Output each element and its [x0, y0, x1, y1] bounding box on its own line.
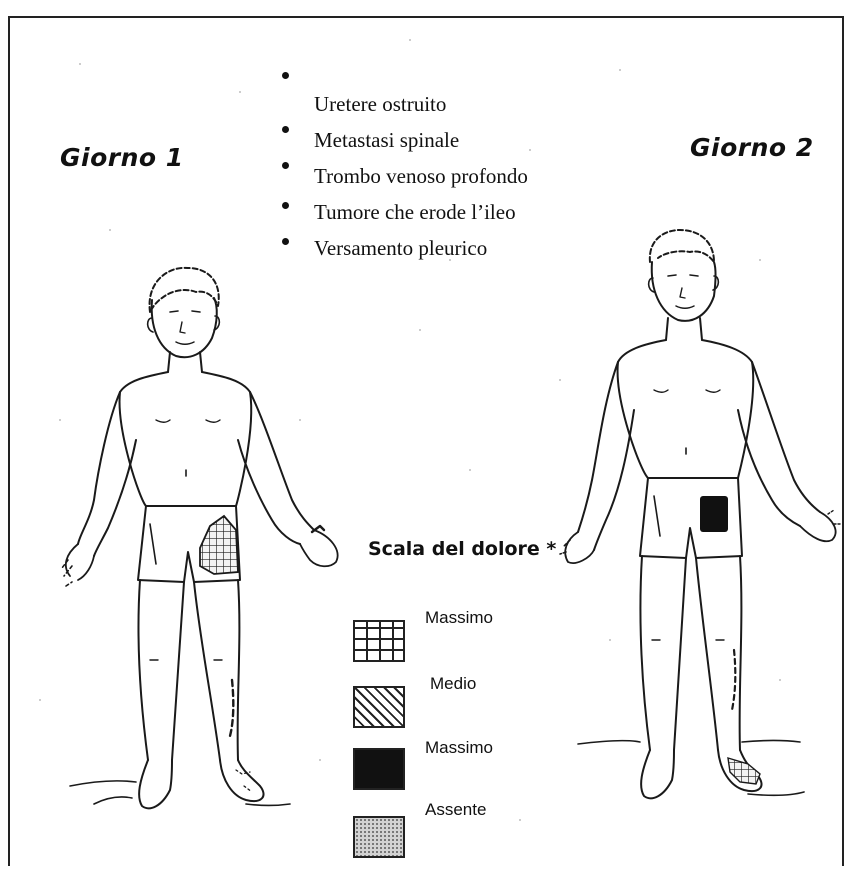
- bullet-icon: [282, 162, 289, 169]
- diagnosis-text: Trombo venoso profondo: [314, 164, 528, 189]
- legend-swatch-dotted: [353, 816, 405, 858]
- legend-swatch-solid: [353, 748, 405, 790]
- day2-label: Giorno 2: [690, 133, 814, 162]
- pain-scale-title: Scala del dolore *: [368, 538, 556, 560]
- legend-swatch-grid: [353, 620, 405, 662]
- figure-day1: [62, 268, 338, 808]
- bullet-icon: [282, 202, 289, 209]
- pain-area-day2-foot: [728, 758, 760, 784]
- day1-label: Giorno 1: [60, 143, 184, 172]
- diagnosis-text: Tumore che erode l’ileo: [314, 200, 516, 225]
- legend-label-medio: Medio: [430, 674, 476, 694]
- pain-area-day2-solid: [700, 496, 728, 532]
- legend-swatch-hatch: [353, 686, 405, 728]
- legend-label-massimo-solid: Massimo: [425, 738, 493, 758]
- diagnosis-text: Uretere ostruito: [314, 92, 446, 117]
- diagnosis-text: Versamento pleurico: [314, 236, 487, 261]
- bullet-icon: [282, 126, 289, 133]
- bullet-icon: [282, 72, 289, 79]
- legend-label-assente: Assente: [425, 800, 486, 820]
- bullet-icon: [282, 238, 289, 245]
- legend-label-massimo-grid: Massimo: [425, 608, 493, 628]
- pain-area-day1: [200, 516, 238, 574]
- diagnosis-text: Metastasi spinale: [314, 128, 459, 153]
